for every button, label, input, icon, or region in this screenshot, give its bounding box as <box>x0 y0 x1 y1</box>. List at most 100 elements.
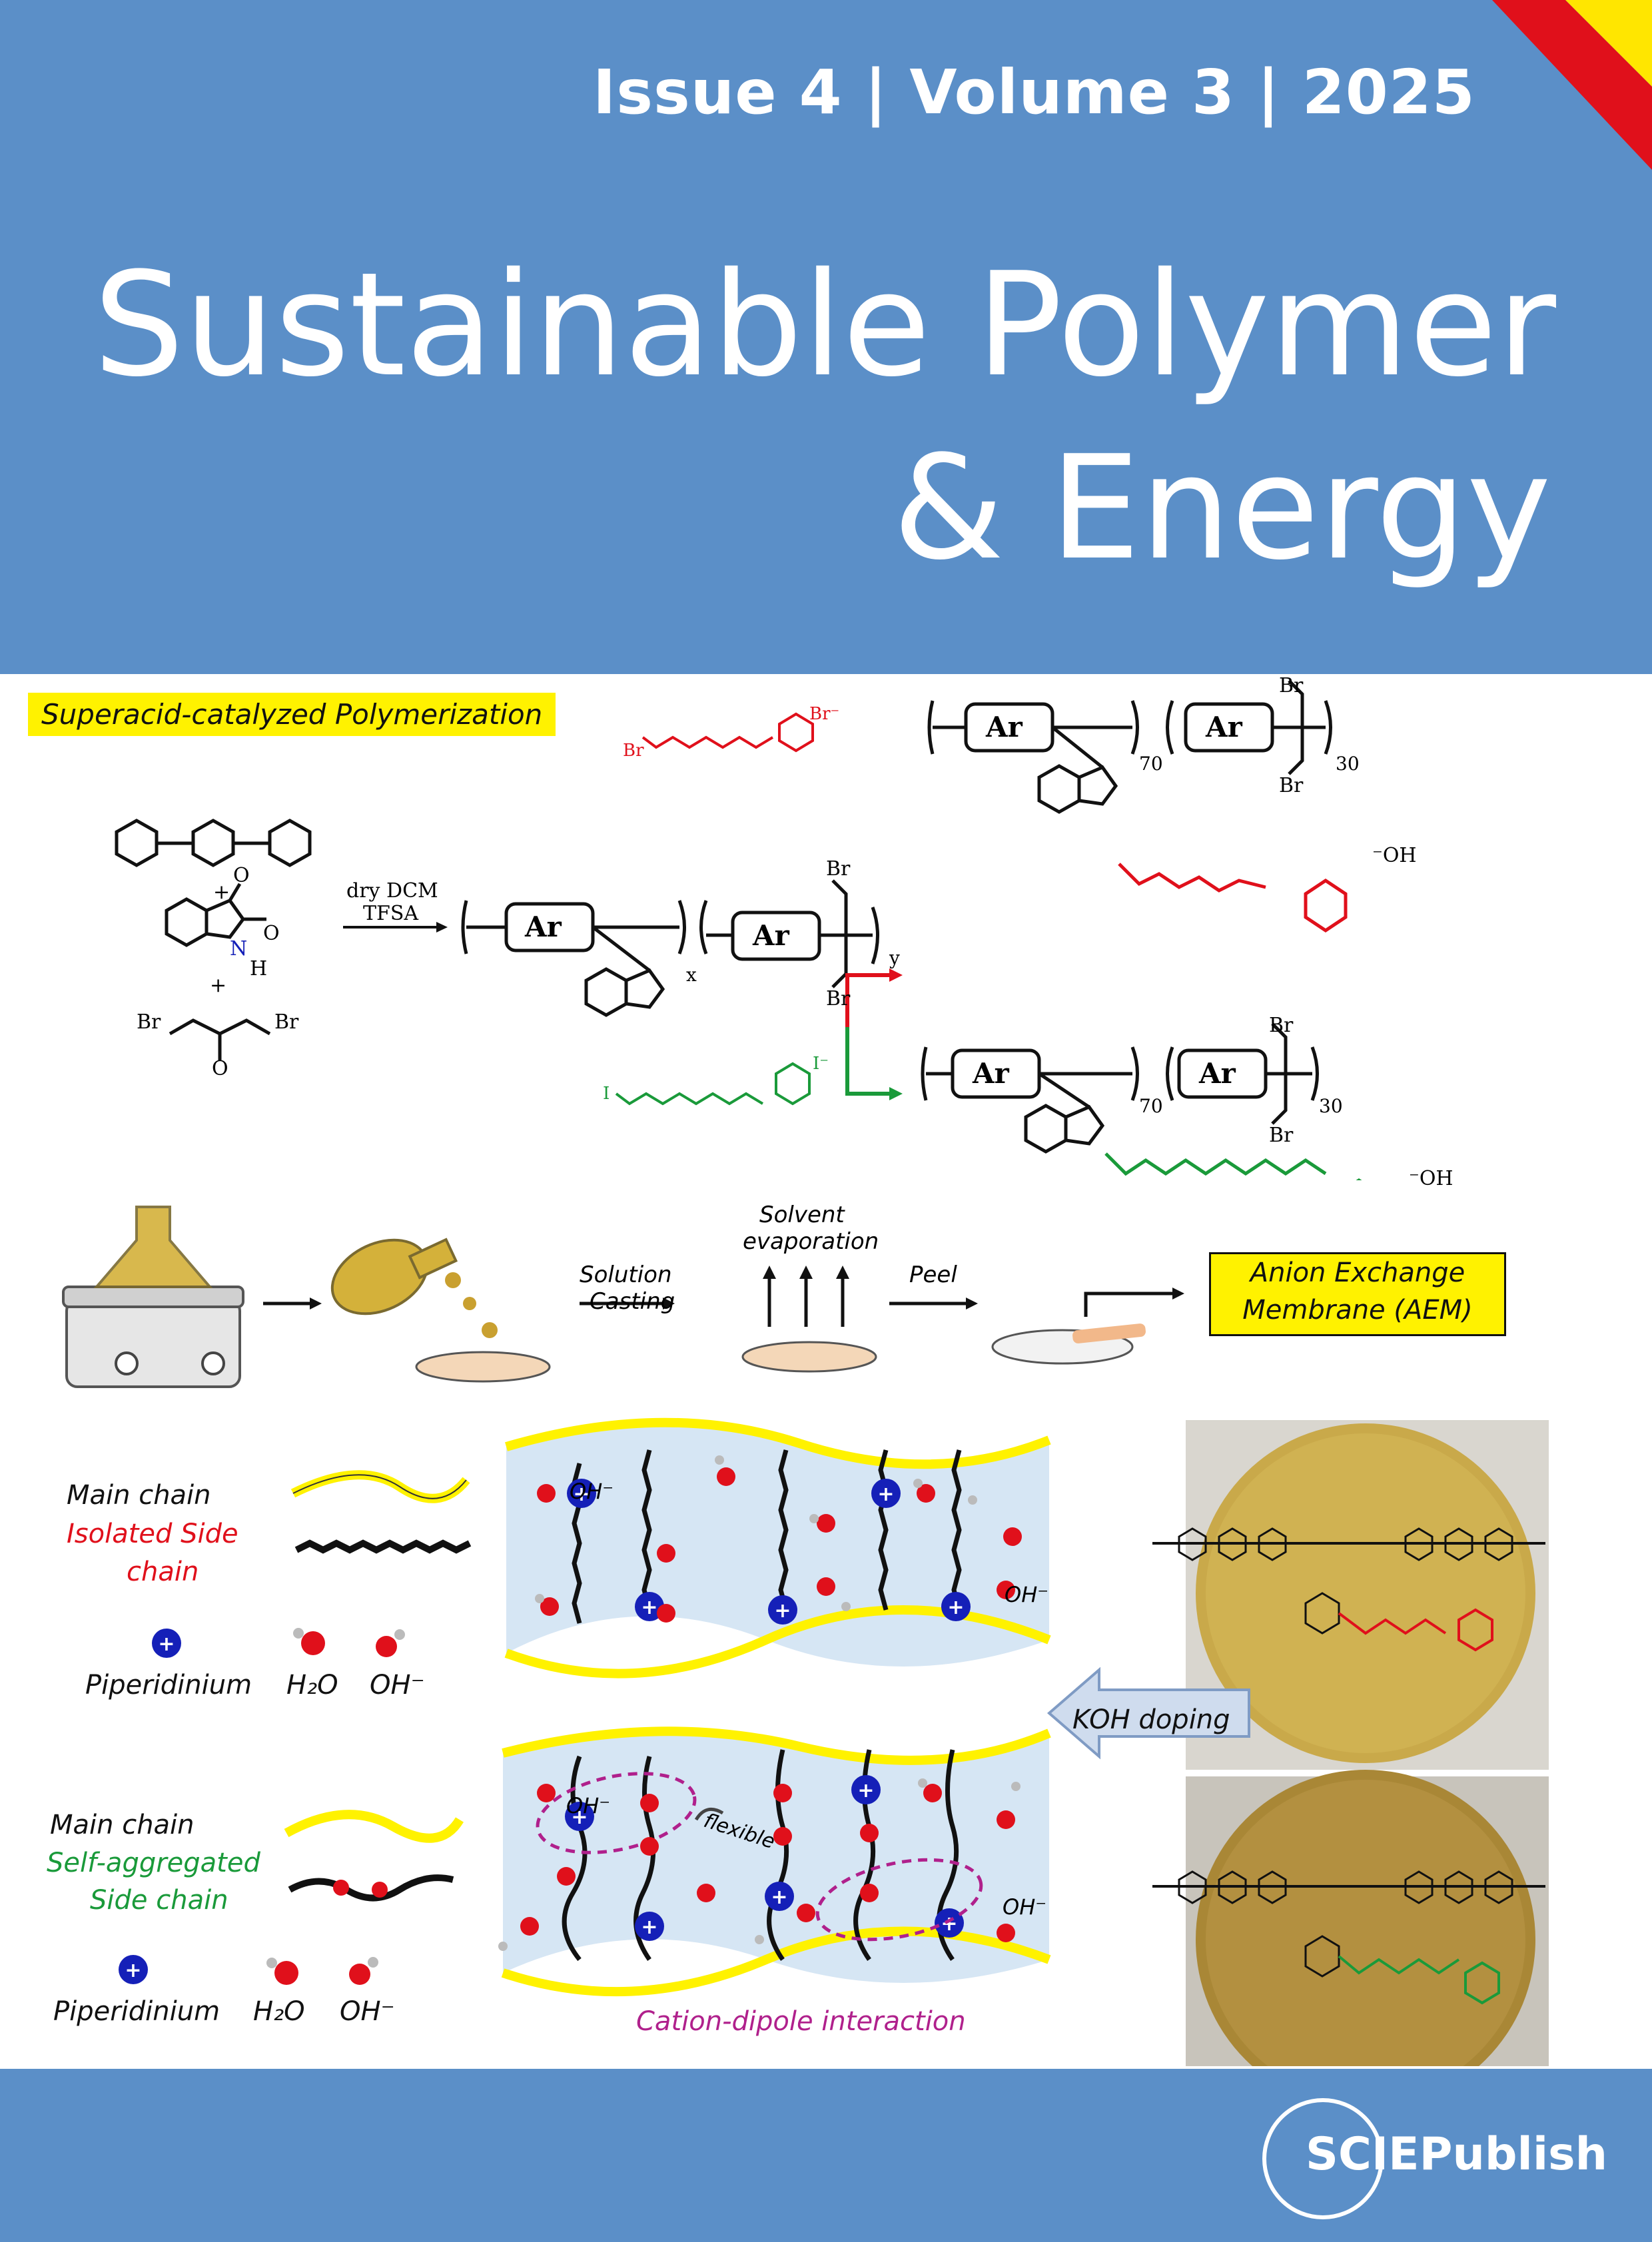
subscript-70-bottom: 70 <box>1139 1095 1163 1117</box>
section-label-text: Superacid-catalyzed Polymerization <box>41 698 543 731</box>
legend-water-symbol-top <box>301 1631 325 1655</box>
peel-label: Peel <box>909 1262 957 1288</box>
svg-text:+: + <box>877 1483 894 1506</box>
ar-label-2: Ar <box>753 919 789 952</box>
legend-aggregated-side-chain-symbol <box>288 1874 454 1902</box>
green-route-arrowhead <box>889 1087 903 1100</box>
ar-label-1: Ar <box>525 911 562 943</box>
membrane-photo-top <box>1152 1420 1549 1770</box>
subscript-70-top: 70 <box>1139 753 1163 775</box>
aem-label: Anion Exchange Membrane (AEM) <box>1209 1252 1506 1336</box>
plus-1: + <box>213 881 230 904</box>
petri-dish-1 <box>415 1351 551 1383</box>
br-green-top: Br <box>1269 1014 1294 1037</box>
red-side-chain <box>1118 863 1348 933</box>
legend-water-h-top <box>293 1628 304 1639</box>
ar-label-4: Ar <box>1206 711 1242 743</box>
legend-bottom-piperidinium: Piperidinium <box>53 1996 220 2027</box>
oh-label-bottom: OH⁻ <box>566 1793 611 1818</box>
svg-text:+: + <box>573 1483 590 1506</box>
hotplate-icon <box>62 1286 244 1388</box>
isolated-ion-channel: + + + + + <box>504 1417 1051 1679</box>
br-red-bottom: Br <box>1279 774 1304 797</box>
legend-bottom-side-chain-1: Self-aggregated <box>47 1848 260 1878</box>
red-route-arrowhead <box>889 968 903 982</box>
br-right: Br <box>274 1010 299 1034</box>
ar-label-3: Ar <box>986 711 1023 743</box>
legend-cation-symbol-top <box>152 1629 181 1658</box>
solvent-evaporation-label-1: Solvent <box>759 1202 845 1228</box>
synthesis-scheme <box>115 679 1362 1180</box>
terphenyl-structure <box>115 819 312 867</box>
cation-dipole-label: Cation-dipole interaction <box>636 2006 966 2037</box>
aggregated-ion-channel: + + + + + <box>498 1726 1051 1997</box>
ion-channel-diagram: + + + + + + + <box>119 1417 1549 2066</box>
svg-text:+: + <box>774 1599 791 1623</box>
o-isatin: O <box>263 922 280 945</box>
pouring-flask-icon <box>330 1238 498 1338</box>
reagent-condition-1: dry DCM <box>346 879 438 903</box>
legend-top-oh: OH⁻ <box>370 1670 425 1700</box>
subscript-30-bottom: 30 <box>1319 1095 1343 1117</box>
svg-text:+: + <box>641 1596 657 1619</box>
solution-casting-label-2: Casting <box>590 1288 675 1315</box>
svg-text:+: + <box>771 1886 787 1909</box>
dibromoacetone-structure <box>169 1018 271 1060</box>
aem-label-line1: Anion Exchange <box>1250 1258 1465 1288</box>
br-counterion: Br⁻ <box>809 704 840 724</box>
red-route-arrow <box>845 973 889 1027</box>
oh-counterion-red: ⁻OH <box>1372 844 1417 867</box>
legend-top-side-chain-1: Isolated Side <box>67 1519 238 1549</box>
oh-label-top: OH⁻ <box>570 1479 614 1504</box>
ar-label-5: Ar <box>973 1057 1009 1090</box>
journal-title-line1: Sustainable Polymer <box>93 241 1556 408</box>
flexible-arrow <box>694 1807 724 1821</box>
br-mid-bottom: Br <box>826 987 851 1010</box>
cover-header: Issue 4 | Volume 3 | 2025 Sustainable Po… <box>0 0 1652 674</box>
legend-cation-plus-top: + <box>158 1633 175 1656</box>
br-red-top: Br <box>1279 674 1304 697</box>
precursor-polymer <box>461 879 879 1017</box>
n-isatin: N <box>230 937 248 960</box>
publisher-logo-ring <box>1262 2098 1384 2219</box>
process-arrow-1-head <box>310 1298 322 1309</box>
process-arrow-3-head <box>966 1298 978 1309</box>
solvent-evaporation-label-2: evaporation <box>743 1228 879 1255</box>
svg-text:+: + <box>941 1912 957 1936</box>
issue-volume-year: Issue 4 | Volume 3 | 2025 <box>593 57 1475 128</box>
legend-hydroxide-symbol-top <box>376 1636 397 1657</box>
process-arrow-2-head <box>663 1298 675 1309</box>
legend-main-chain-symbol-top <box>290 1470 470 1503</box>
green-side-chain <box>1104 1152 1362 1180</box>
svg-text:+: + <box>571 1806 588 1829</box>
reaction-arrowhead <box>436 922 448 933</box>
isatin-structure <box>165 883 266 947</box>
plus-2: + <box>210 974 227 997</box>
legend-bottom-main-chain: Main chain <box>50 1810 195 1840</box>
corner-stripe <box>1492 0 1652 170</box>
legend-cation-plus-bottom: + <box>125 1959 141 1982</box>
legend-top-piperidinium: Piperidinium <box>85 1670 252 1700</box>
yellow-stripe <box>1565 0 1652 87</box>
svg-text:+: + <box>641 1916 657 1939</box>
reagent-condition-2: TFSA <box>363 902 419 925</box>
o-isatin-keto: O <box>233 864 250 887</box>
publisher-name: SCIEPublish <box>1306 2128 1608 2181</box>
legend-top-side-chain-2: chain <box>127 1557 199 1587</box>
red-product-polymer <box>927 679 1332 814</box>
iodo-ether-piperidinium-reagent <box>615 1062 811 1106</box>
red-stripe <box>1492 0 1652 170</box>
green-route-arrow <box>845 1027 889 1096</box>
legend-main-chain-symbol-bottom <box>284 1810 464 1843</box>
i-counterion: I⁻ <box>813 1054 829 1074</box>
legend-bottom-h2o: H₂O <box>253 1996 305 2027</box>
legend-ether-o-2 <box>372 1882 388 1898</box>
membrane-casting-process <box>62 1206 1184 1388</box>
petri-dish-2 <box>741 1266 877 1373</box>
section-label-polymerization: Superacid-catalyzed Polymerization <box>28 693 556 736</box>
br-left: Br <box>137 1010 161 1034</box>
legend-water-symbol-bottom <box>274 1961 298 1985</box>
cover-figure: Superacid-catalyzed Polymerization <box>0 674 1652 2069</box>
legend-hydroxide-h-bottom <box>368 1957 378 1968</box>
legend-main-chain-outline-top <box>292 1474 467 1499</box>
